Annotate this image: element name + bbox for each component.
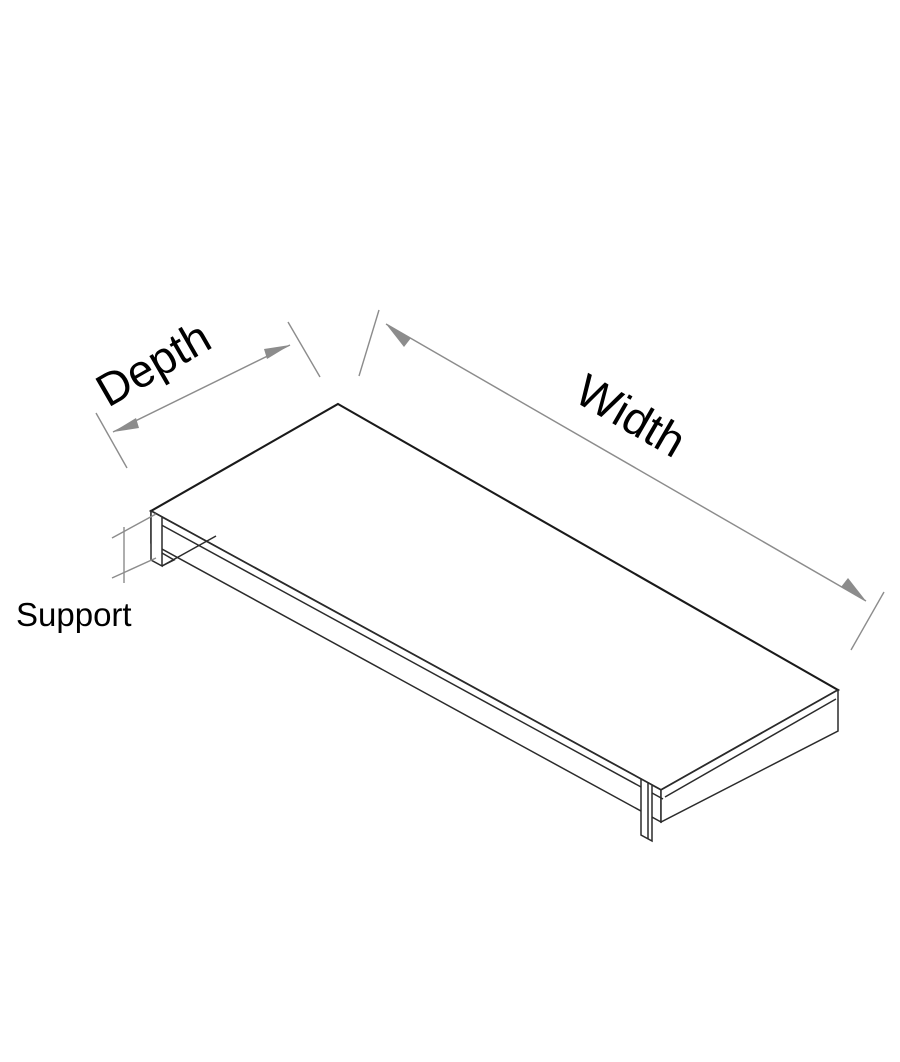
left-support-plate bbox=[150, 509, 163, 568]
support-leader-upper bbox=[111, 513, 157, 539]
width-extension-line-left bbox=[358, 309, 380, 377]
support-annotation: Support bbox=[16, 513, 157, 633]
width-arrow-left bbox=[386, 324, 411, 347]
depth-arrow-left bbox=[113, 418, 139, 432]
width-extension-line-right bbox=[850, 591, 885, 651]
width-dimension-line bbox=[385, 323, 867, 602]
depth-arrow-right bbox=[264, 345, 290, 359]
left-support-top-edge bbox=[161, 516, 187, 531]
depth-dimension-line bbox=[112, 344, 291, 433]
depth-extension-line-left bbox=[95, 412, 128, 469]
width-arrow-right bbox=[841, 578, 866, 601]
left-support-underline bbox=[161, 535, 217, 567]
support-leader-lower bbox=[111, 557, 157, 579]
shelf-body bbox=[148, 402, 841, 843]
shelf-front-seam-line bbox=[155, 521, 664, 800]
width-label: Width bbox=[567, 364, 695, 468]
depth-label: Depth bbox=[87, 310, 219, 416]
support-label: Support bbox=[16, 596, 132, 633]
shelf-right-seam-line bbox=[664, 698, 837, 798]
right-support-plate bbox=[640, 777, 653, 843]
depth-extension-line-right bbox=[287, 321, 321, 378]
